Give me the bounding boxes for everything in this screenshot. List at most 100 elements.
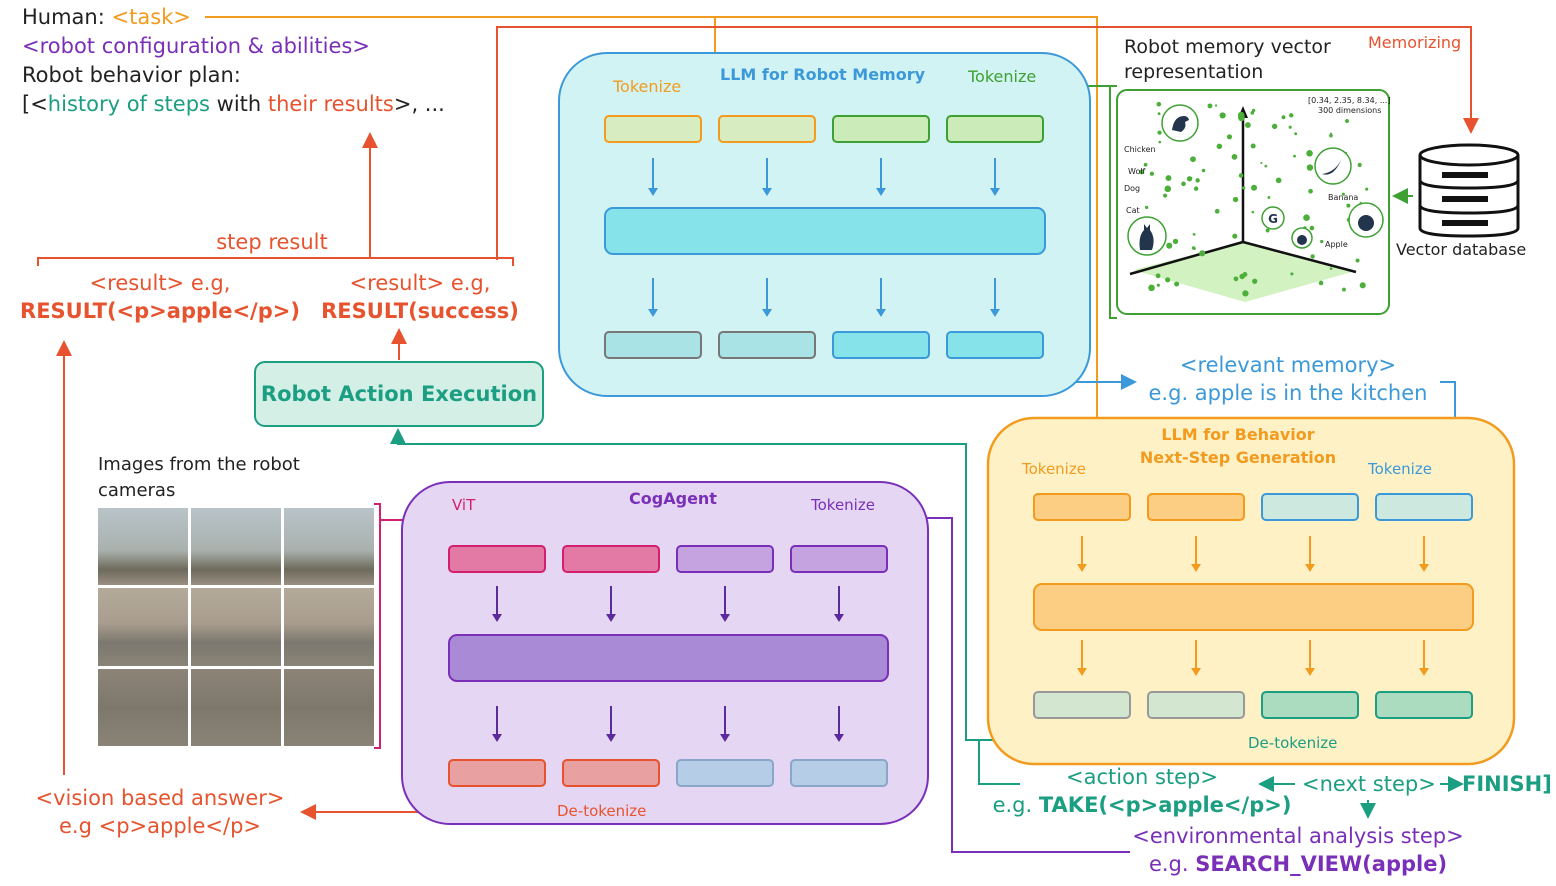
vector-point [1191, 246, 1196, 250]
history-line: [<history of steps with their results>, … [22, 92, 445, 116]
vector-point [1365, 187, 1369, 191]
memory-input-token [718, 115, 816, 143]
vector-point [1148, 284, 1155, 292]
env-step-prefix: e.g. [1148, 852, 1196, 876]
flow-arrowhead [876, 309, 886, 317]
vector-point [1139, 169, 1145, 175]
vector-point [1143, 162, 1148, 167]
cogagent-output-token [676, 759, 774, 787]
flow-arrowhead [990, 309, 1000, 317]
cogagent-input-tokens [448, 545, 888, 573]
behavior-tokenize-right: Tokenize [1368, 460, 1432, 478]
flow-arrowhead [606, 614, 616, 622]
behavior-output-token [1375, 691, 1473, 719]
vector-point [1231, 154, 1238, 160]
cogagent-input-token [790, 545, 888, 573]
flow-arrowhead [648, 309, 658, 317]
vector-point [1310, 254, 1315, 259]
flow-arrowhead [762, 309, 772, 317]
vector-point [1341, 192, 1345, 196]
cogagent-input-token [448, 545, 546, 573]
env-step-line2: e.g. SEARCH_VIEW(apple) [1149, 852, 1447, 876]
vector-point [1346, 203, 1351, 208]
vector-point [1251, 210, 1255, 214]
cogagent-title: CogAgent [629, 489, 717, 508]
cameras-label-line1: Images from the robot [98, 454, 300, 475]
cogagent-output-token [448, 759, 546, 787]
behavior-input-token [1033, 493, 1131, 521]
flow-arrowhead [1419, 668, 1429, 676]
behavior-tokenize-left: Tokenize [1022, 460, 1086, 478]
memory-tokenize-left: Tokenize [613, 77, 682, 96]
cogagent-input-token [562, 545, 660, 573]
execution-box [254, 361, 544, 427]
memory-llm-title: LLM for Robot Memory [720, 65, 926, 84]
vector-point [1293, 154, 1296, 158]
camera-tile [191, 508, 281, 586]
vector-point [1233, 276, 1239, 282]
action-step-prefix: e.g. [992, 793, 1039, 817]
vector-point [1318, 280, 1324, 286]
flow-arrowhead [648, 188, 658, 196]
vector-point [1226, 134, 1233, 140]
behavior-output-token [1261, 691, 1359, 719]
vector-point [1216, 143, 1223, 150]
vision-answer-line1: <vision based answer> [35, 786, 285, 810]
memory-output-tokens [604, 331, 1044, 359]
flow-arrowhead [1191, 564, 1201, 572]
vector-point [1156, 101, 1162, 107]
banana-icon [1314, 147, 1352, 185]
camera-images-grid [98, 508, 374, 746]
database-icon [1418, 143, 1520, 238]
env-step-code: SEARCH_VIEW(apple) [1195, 852, 1448, 876]
vector-point [1251, 184, 1258, 191]
flow-arrowhead [720, 734, 730, 742]
vector-label-wolf: Wolf [1128, 167, 1146, 176]
memory-transformer-bar [604, 207, 1046, 255]
task-flow-line [205, 16, 1098, 430]
vector-point [1289, 113, 1294, 118]
human-label: Human: [22, 5, 112, 29]
step-result-bracket [37, 257, 514, 266]
vector-point [1192, 233, 1196, 236]
vector-point [1155, 273, 1161, 279]
vector-point [1232, 233, 1238, 239]
vector-point [1250, 110, 1255, 115]
camera-tile [284, 508, 374, 586]
vector-point [1149, 171, 1155, 176]
action-step-line2: e.g. TAKE(<p>apple</p>) [993, 793, 1292, 817]
action-step-line1: <action step> [1066, 765, 1218, 789]
flow-arrowhead [834, 614, 844, 622]
flow-arrowhead [1191, 668, 1201, 676]
vector-point [1174, 281, 1180, 287]
camera-tile [98, 668, 188, 746]
plan-label: Robot behavior plan: [22, 63, 241, 87]
vector-point [1290, 272, 1294, 276]
vector-point [1214, 104, 1218, 107]
vector-point [1275, 177, 1282, 184]
memory-output-token [718, 331, 816, 359]
camera-tile [98, 588, 188, 666]
vector-label-dog: Dog [1124, 184, 1141, 193]
memorizing-line [496, 26, 1479, 260]
vector-point [1190, 156, 1196, 163]
flow-arrowhead [1077, 668, 1087, 676]
vector-point [1294, 132, 1298, 136]
vector-point [1165, 175, 1172, 182]
result-left-line2: RESULT(<p>apple</p>) [20, 299, 300, 323]
google-icon [1261, 206, 1285, 230]
camera-tile [284, 668, 374, 746]
memory-input-token [946, 115, 1044, 143]
vector-point [1181, 181, 1186, 187]
vector-title-line2: representation [1124, 61, 1264, 83]
database-label: Vector database [1396, 240, 1527, 259]
vector-title-line1: Robot memory vector [1124, 36, 1331, 58]
vector-point [1165, 277, 1171, 283]
vector-coords: [0.34, 2.35, 8.34, ...] [1308, 96, 1391, 105]
vector-dims: 300 dimensions [1318, 106, 1382, 115]
cameras-label-line2: cameras [98, 480, 176, 501]
memorizing-label: Memorizing [1368, 33, 1462, 52]
cogagent-tokenize: Tokenize [811, 496, 875, 514]
vector-point [1320, 239, 1324, 244]
vector-point [1306, 164, 1314, 171]
